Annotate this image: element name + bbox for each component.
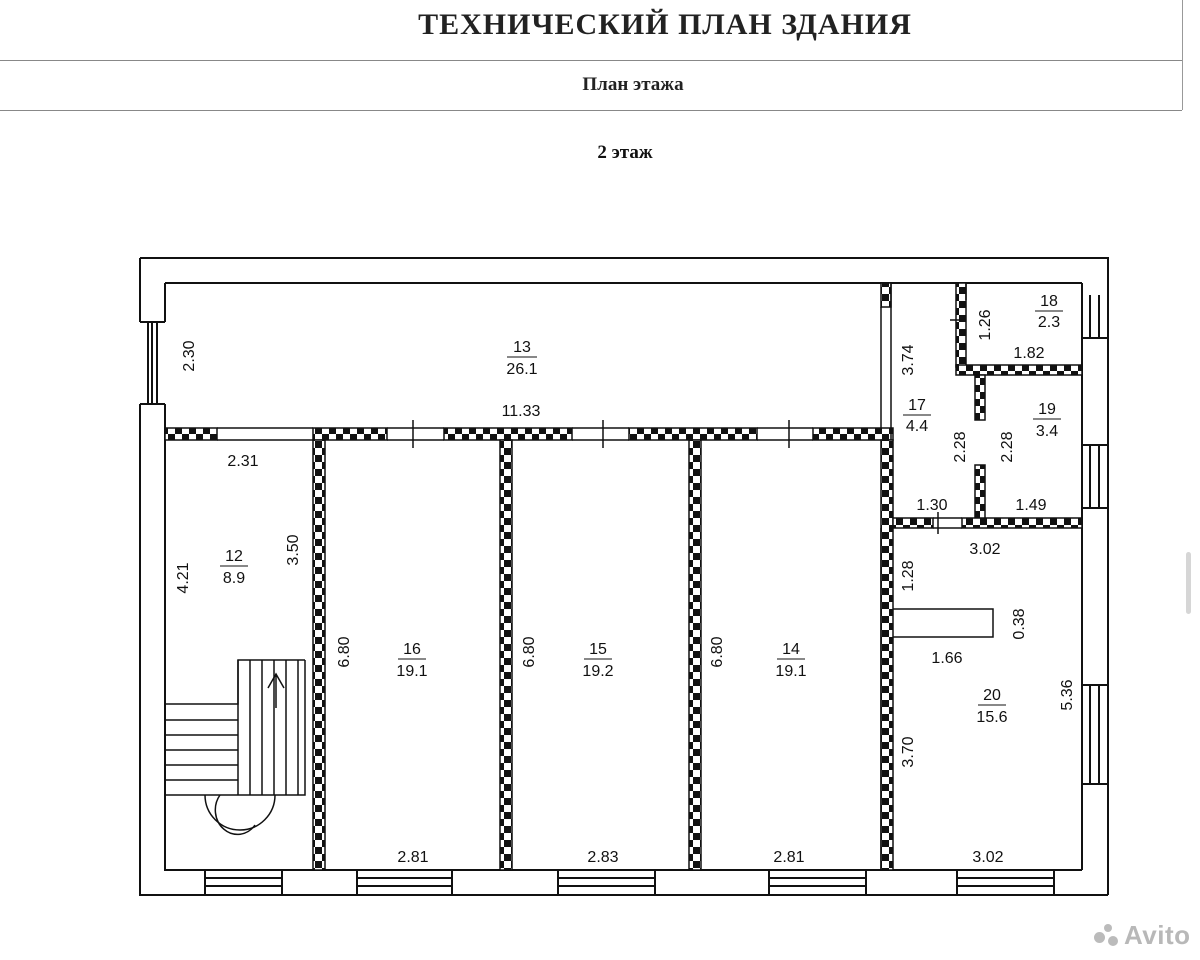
avito-logo-icon — [1094, 924, 1124, 948]
dimension: 3.70 — [900, 736, 917, 767]
header-frame-edge — [1182, 0, 1183, 110]
dimension: 2.81 — [397, 849, 428, 866]
room-area: 19.1 — [396, 663, 427, 680]
room-area: 4.4 — [906, 418, 928, 435]
dimension: 1.82 — [1013, 345, 1044, 362]
room-number: 19 — [1038, 401, 1056, 418]
dimension: 4.21 — [175, 562, 192, 593]
room-area: 2.3 — [1038, 314, 1060, 331]
header-divider — [0, 110, 1182, 111]
outer-walls — [139, 257, 1109, 896]
dimension: 3.02 — [969, 541, 1000, 558]
room-area: 8.9 — [223, 570, 245, 587]
room-number: 20 — [983, 687, 1001, 704]
dimension-labels: 11.33 1.82 2.31 1.30 1.49 3.02 1.66 2.81… — [175, 309, 1076, 866]
floor-label: 2 этаж — [597, 142, 653, 163]
plan-title: ТЕХНИЧЕСКИЙ ПЛАН ЗДАНИЯ — [418, 8, 912, 41]
openings — [217, 283, 994, 870]
dimension: 2.28 — [952, 431, 969, 462]
dimension: 5.36 — [1059, 679, 1076, 710]
room-area: 15.6 — [976, 709, 1007, 726]
room-number: 18 — [1040, 293, 1058, 310]
dimension: 3.50 — [285, 534, 302, 565]
room-number: 14 — [782, 641, 800, 658]
watermark: Avito — [1124, 920, 1191, 950]
dimension: 2.30 — [181, 340, 198, 371]
staircase — [164, 659, 306, 836]
dimension: 2.31 — [227, 453, 258, 470]
room-labels: 13 26.1 12 8.9 16 19.1 15 19.2 14 19.1 1… — [220, 293, 1063, 726]
header-divider — [0, 60, 1182, 61]
interior-walls — [164, 282, 1083, 871]
dimension: 11.33 — [502, 403, 541, 420]
room-area: 3.4 — [1036, 423, 1058, 440]
dimension: 1.26 — [977, 309, 994, 340]
dimension: 6.80 — [336, 636, 353, 667]
dimension: 6.80 — [709, 636, 726, 667]
dimension: 2.28 — [999, 431, 1016, 462]
dimension: 2.81 — [773, 849, 804, 866]
room-number: 12 — [225, 548, 243, 565]
dimension: 3.74 — [900, 344, 917, 375]
dimension: 1.30 — [916, 497, 947, 514]
room-number: 13 — [513, 339, 531, 356]
room-area: 19.2 — [582, 663, 613, 680]
room-number: 17 — [908, 397, 926, 414]
dimension: 3.02 — [972, 849, 1003, 866]
dimension: 1.28 — [900, 560, 917, 591]
plan-subtitle: План этажа — [582, 74, 684, 95]
room-number: 16 — [403, 641, 421, 658]
dimension: 1.66 — [931, 650, 962, 667]
room-number: 15 — [589, 641, 607, 658]
room-area: 19.1 — [775, 663, 806, 680]
scrollbar[interactable] — [1186, 552, 1191, 614]
dimension: 6.80 — [521, 636, 538, 667]
dimension: 0.38 — [1011, 608, 1028, 639]
dimension: 2.83 — [587, 849, 618, 866]
room-area: 26.1 — [506, 361, 537, 378]
dimension: 1.49 — [1015, 497, 1046, 514]
